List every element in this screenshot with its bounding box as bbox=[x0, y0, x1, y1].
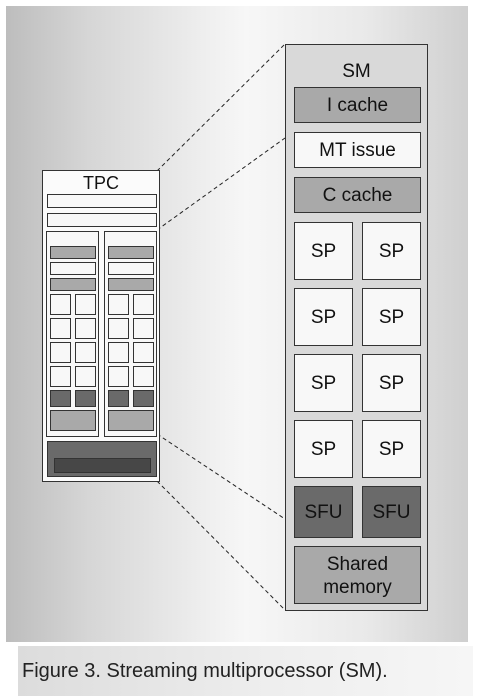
mini-sp bbox=[75, 294, 96, 315]
shared-memory-label-line1: Shared bbox=[326, 554, 389, 575]
figure-caption-bar: Figure 3. Streaming multiprocessor (SM). bbox=[18, 646, 473, 696]
sp-unit: SP bbox=[362, 222, 421, 280]
sp-label: SP bbox=[310, 307, 337, 328]
mini-sp bbox=[50, 342, 71, 363]
sm-block: SM I cache MT issue C cache SP SP SP SP … bbox=[285, 44, 428, 611]
tpc-texture-cache bbox=[54, 458, 151, 473]
sp-unit: SP bbox=[362, 354, 421, 412]
mini-sp bbox=[108, 318, 129, 339]
mini-icache bbox=[50, 246, 96, 259]
mini-sp bbox=[50, 318, 71, 339]
mini-sfu bbox=[133, 390, 154, 407]
connector-line-bottom-inner bbox=[156, 433, 286, 520]
mt-issue-label: MT issue bbox=[319, 140, 396, 161]
tpc-texture-unit bbox=[47, 441, 157, 477]
sp-label: SP bbox=[378, 373, 405, 394]
sp-unit: SP bbox=[294, 222, 353, 280]
sp-unit: SP bbox=[294, 420, 353, 478]
mini-ccache bbox=[50, 278, 96, 291]
sp-unit: SP bbox=[362, 288, 421, 346]
mini-sfu bbox=[108, 390, 129, 407]
sfu-unit: SFU bbox=[294, 486, 353, 538]
tpc-mini-sm-right bbox=[104, 231, 157, 437]
mini-shared-memory bbox=[50, 410, 96, 431]
mini-sp bbox=[50, 294, 71, 315]
c-cache: C cache bbox=[294, 177, 421, 213]
mini-sp bbox=[75, 342, 96, 363]
mini-sp bbox=[133, 366, 154, 387]
mini-sfu bbox=[50, 390, 71, 407]
mini-sp bbox=[108, 294, 129, 315]
mini-icache bbox=[108, 246, 154, 259]
mini-sp bbox=[133, 294, 154, 315]
tpc-block: TPC bbox=[42, 170, 160, 482]
tpc-bar-1 bbox=[47, 194, 157, 208]
shared-memory: Shared memory bbox=[294, 546, 421, 604]
sp-label: SP bbox=[378, 439, 405, 460]
sfu-label: SFU bbox=[372, 502, 411, 523]
tpc-mini-sm-left bbox=[46, 231, 99, 437]
c-cache-label: C cache bbox=[322, 185, 393, 206]
tpc-bar-2 bbox=[47, 213, 157, 227]
sm-title: SM bbox=[342, 61, 371, 82]
mini-sp bbox=[133, 342, 154, 363]
sp-unit: SP bbox=[362, 420, 421, 478]
mini-sp bbox=[108, 366, 129, 387]
mini-shared-memory bbox=[108, 410, 154, 431]
i-cache: I cache bbox=[294, 87, 421, 123]
mini-sp bbox=[50, 366, 71, 387]
mini-sfu bbox=[75, 390, 96, 407]
connector-line-top-inner bbox=[156, 137, 286, 231]
sp-label: SP bbox=[378, 307, 405, 328]
mt-issue: MT issue bbox=[294, 132, 421, 168]
mini-sp bbox=[75, 366, 96, 387]
figure-caption: Figure 3. Streaming multiprocessor (SM). bbox=[22, 660, 388, 682]
mini-ccache bbox=[108, 278, 154, 291]
sfu-label: SFU bbox=[304, 502, 343, 523]
connector-line-bottom-outer bbox=[156, 480, 286, 611]
sp-label: SP bbox=[310, 241, 337, 262]
mini-sp bbox=[108, 342, 129, 363]
sp-label: SP bbox=[310, 373, 337, 394]
mini-mt-issue bbox=[50, 262, 96, 275]
connector-line-top-outer bbox=[156, 43, 286, 172]
mini-sp bbox=[75, 318, 96, 339]
mini-mt-issue bbox=[108, 262, 154, 275]
sp-label: SP bbox=[378, 241, 405, 262]
tpc-title: TPC bbox=[83, 173, 119, 193]
sp-unit: SP bbox=[294, 354, 353, 412]
shared-memory-label-line2: memory bbox=[323, 577, 392, 598]
sfu-unit: SFU bbox=[362, 486, 421, 538]
i-cache-label: I cache bbox=[326, 95, 389, 116]
sp-unit: SP bbox=[294, 288, 353, 346]
mini-sp bbox=[133, 318, 154, 339]
sp-label: SP bbox=[310, 439, 337, 460]
